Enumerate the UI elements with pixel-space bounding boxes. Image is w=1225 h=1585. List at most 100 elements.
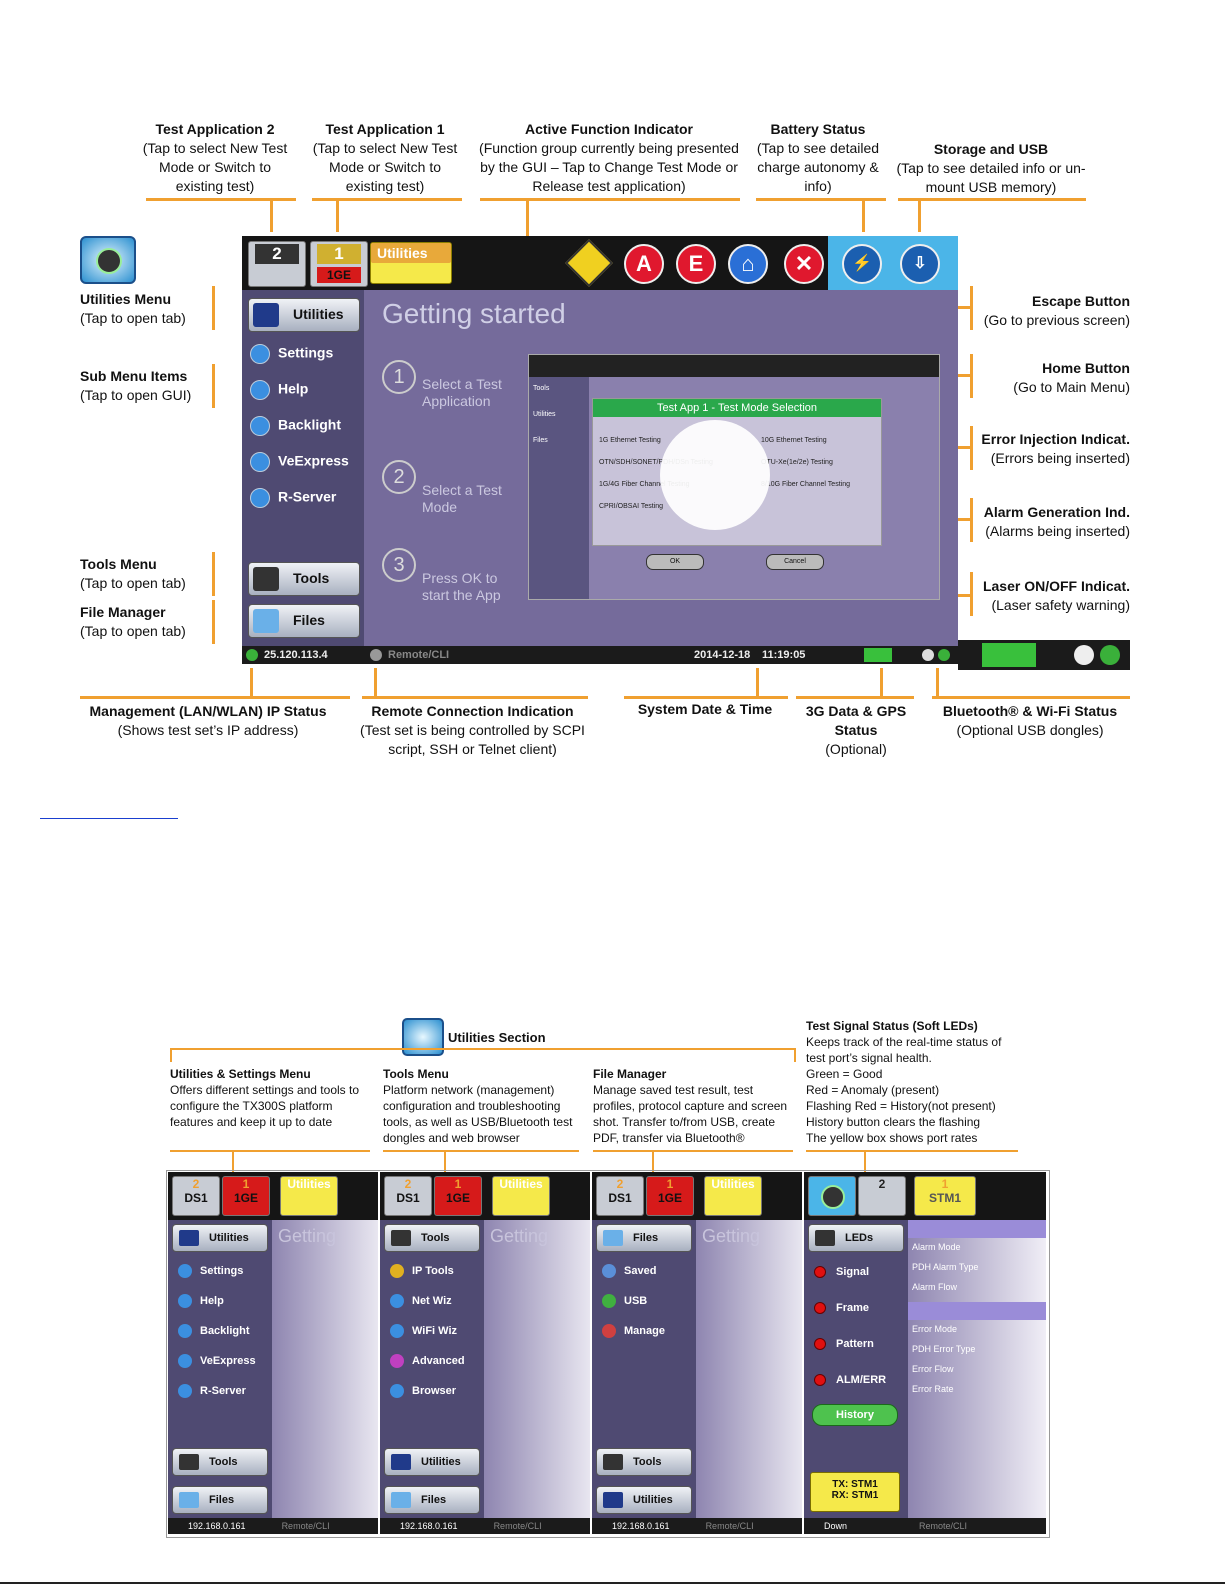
files-menu-button[interactable]: Files [248,604,360,638]
home-tile[interactable] [808,1176,856,1216]
usb-icon [602,1294,616,1308]
sub-item-net-wiz[interactable]: Net Wiz [390,1294,452,1308]
sub-item-ip-tools[interactable]: IP Tools [390,1264,454,1278]
veexpress-icon [250,452,270,472]
active-function-indicator[interactable]: Utilities [704,1176,762,1216]
r-server-icon [178,1384,192,1398]
function-label: Utilities [371,243,451,263]
backlight-icon [250,416,270,436]
sub-item-r-server[interactable]: R-Server [250,488,336,508]
link-underline[interactable] [40,818,178,819]
page-title: Getting started [382,298,566,329]
option-item[interactable]: OTN/SDH/SONET/PDH/DSn Testing [599,459,713,466]
callout-desc: (Tap to see detailed charge autonomy & i… [756,140,880,194]
error-injection-button[interactable]: E [676,244,716,284]
active-function-indicator[interactable]: Utilities [370,242,452,284]
test-app-2-tab[interactable]: 2 [248,241,306,287]
section-col-leds: Test Signal Status (Soft LEDs) Keeps tra… [806,1018,1016,1146]
tab-number: 1 [317,244,361,264]
files-menu-button[interactable]: Files [384,1486,480,1514]
ok-button[interactable]: OK [646,554,704,570]
sub-item-wifi-wiz[interactable]: WiFi Wiz [390,1324,457,1338]
status-bar: 25.120.113.4 Remote/CLI 2014-12-18 11:19… [242,646,958,664]
alarm-generation-button[interactable]: A [624,244,664,284]
option-item[interactable]: OTU-Xe(1e/2e) Testing [761,459,833,466]
callout-title: 3G Data & GPS Status [805,703,907,738]
laser-warning-icon [564,238,614,288]
sub-item-browser[interactable]: Browser [390,1384,456,1398]
sub-item-help[interactable]: Help [178,1294,224,1308]
tools-menu-button[interactable]: Tools [248,562,360,596]
test-app-2-tab[interactable]: 2 [858,1176,906,1216]
active-function-indicator[interactable]: Utilities [492,1176,550,1216]
tools-icon [253,567,279,591]
remote-status: Remote/CLI [705,1521,754,1531]
home-button[interactable]: ⌂ [728,244,768,284]
monitor-icon [603,1492,623,1509]
sub-item-settings[interactable]: Settings [250,344,333,364]
led-indicator [814,1302,826,1315]
sub-item-r-server[interactable]: R-Server [178,1384,246,1398]
active-function-indicator[interactable]: Utilities [280,1176,338,1216]
files-menu-button[interactable]: Files [596,1224,692,1252]
col-title: File Manager [593,1067,667,1081]
option-item[interactable]: 10G Ethernet Testing [761,437,827,444]
leader-line [756,668,759,698]
history-button[interactable]: History [812,1404,898,1426]
monitor-icon [179,1230,199,1247]
test-app-1-tab[interactable]: 1 1GE [310,241,368,287]
sub-item-settings[interactable]: Settings [178,1264,243,1278]
fade-band [908,1302,1046,1320]
sub-item-saved[interactable]: Saved [602,1264,656,1278]
files-menu-button[interactable]: Files [172,1486,268,1514]
mini-topbar [529,355,939,377]
utilities-menu-button[interactable]: Utilities [596,1486,692,1514]
storage-usb-icon[interactable]: ⇩ [900,244,940,284]
battery-status-icon[interactable]: ⚡ [842,244,882,284]
tools-menu-button[interactable]: Tools [172,1448,268,1476]
tools-menu-button[interactable]: Tools [384,1224,480,1252]
option-item[interactable]: 1G/4G Fiber Channel Testing [599,481,690,488]
button-label: Files [293,612,325,628]
callout-datetime: System Date & Time [620,700,790,719]
sub-item-usb[interactable]: USB [602,1294,647,1308]
sub-item-veexpress[interactable]: VeExpress [178,1354,256,1368]
tools-menu-button[interactable]: Tools [596,1448,692,1476]
sub-item-manage[interactable]: Manage [602,1324,665,1338]
sub-item-backlight[interactable]: Backlight [178,1324,250,1338]
leds-menu-button[interactable]: LEDs [808,1224,904,1252]
utilities-menu-button[interactable]: Utilities [384,1448,480,1476]
gps-data-icon [864,648,892,662]
utilities-menu-button[interactable]: Utilities [172,1224,268,1252]
col-line: Flashing Red = History(not present) [806,1099,996,1113]
cancel-button[interactable]: Cancel [766,554,824,570]
sub-item-advanced[interactable]: Advanced [390,1354,465,1368]
utilities-menu-button[interactable]: Utilities [248,298,360,332]
ip-address: 25.120.113.4 [264,649,328,661]
option-item[interactable]: 8/10G Fiber Channel Testing [761,481,850,488]
leader-line [918,198,921,232]
callout-desc: (Tap to select New Test Mode or Switch t… [312,140,458,194]
callout-mgmt-ip: Management (LAN/WLAN) IP Status (Shows t… [78,702,338,740]
option-item[interactable]: 1G Ethernet Testing [599,437,661,444]
callout-title: Home Button [1042,360,1130,376]
sub-item-veexpress[interactable]: VeExpress [250,452,349,472]
option-item[interactable]: CPRI/OBSAI Testing [599,503,664,510]
sub-item-help[interactable]: Help [250,380,308,400]
help-icon [178,1294,192,1308]
leader-line [146,198,296,201]
leader-line [270,198,273,232]
callout-title: Escape Button [1031,293,1130,309]
sub-item-backlight[interactable]: Backlight [250,416,341,436]
escape-button[interactable]: ✕ [784,244,824,284]
